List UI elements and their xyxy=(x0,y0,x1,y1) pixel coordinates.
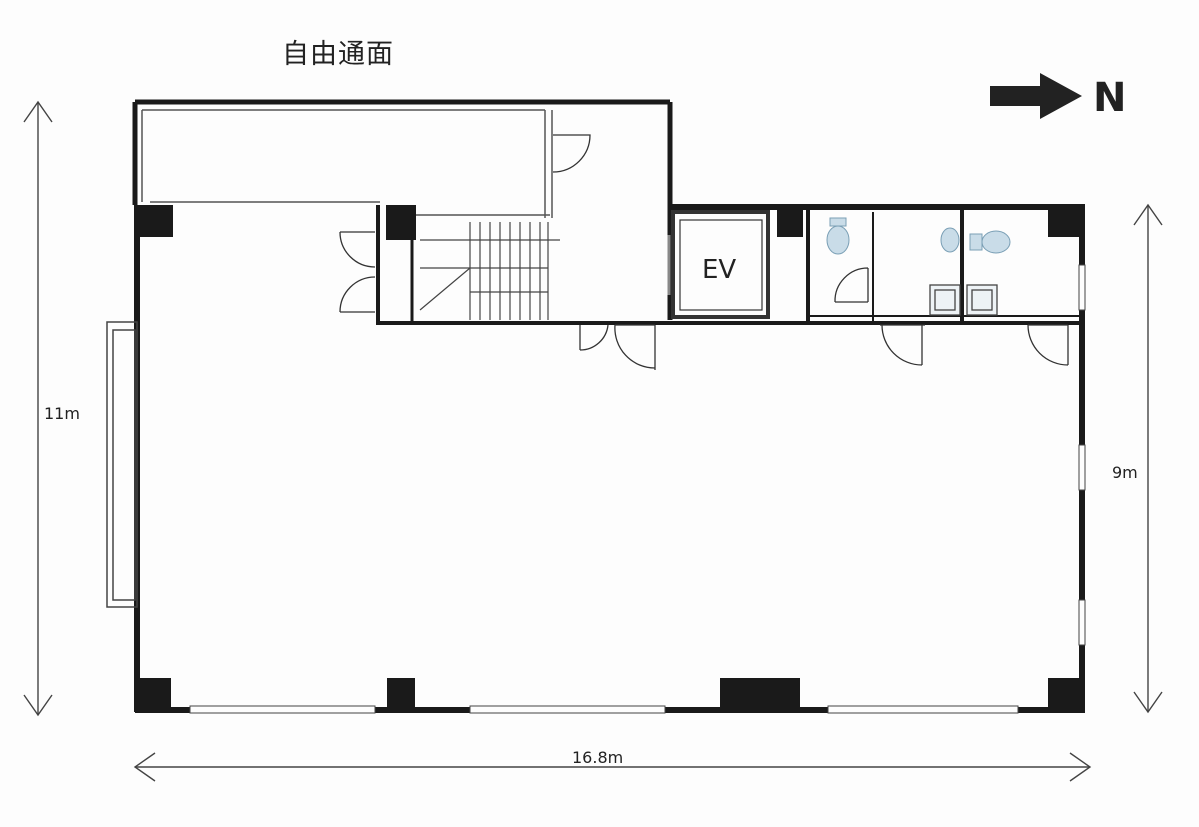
columns xyxy=(137,205,1082,712)
elevator-label: EV xyxy=(702,255,737,285)
street-side-label: 自由通面 xyxy=(282,39,394,70)
left-height-dimension-label: 11m xyxy=(44,404,80,423)
urinal-icon xyxy=(940,227,1011,254)
main-walls xyxy=(134,204,1085,713)
staircase xyxy=(419,222,560,320)
bay-window xyxy=(106,321,138,608)
bottom-windows xyxy=(189,705,1019,714)
dimension-right-arrow xyxy=(1133,203,1163,714)
restroom-walls xyxy=(806,207,1080,322)
north-arrow-icon xyxy=(990,73,1082,119)
sink-icon xyxy=(929,284,998,316)
elevator-shaft xyxy=(667,210,770,319)
width-dimension-label: 16.8m xyxy=(572,748,624,767)
dimension-bottom-arrow xyxy=(133,752,1092,782)
right-windows xyxy=(1078,264,1086,646)
right-height-dimension-label: 9m xyxy=(1112,463,1138,482)
toilet-icon xyxy=(826,217,850,255)
dimension-left-arrow xyxy=(23,100,53,717)
north-label: N xyxy=(1093,75,1127,121)
doors xyxy=(339,134,1069,370)
